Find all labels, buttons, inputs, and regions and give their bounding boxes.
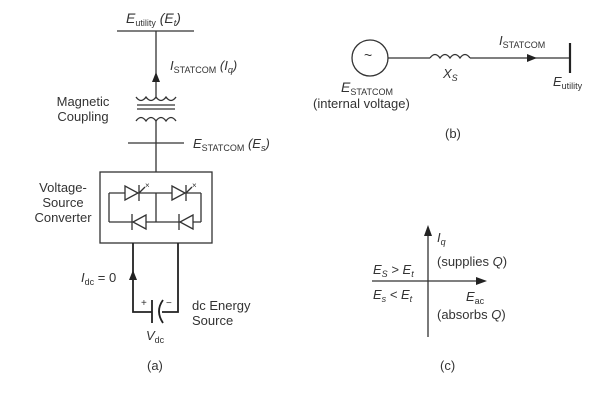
- statcom-voltage-label: ESTATCOM (Es): [193, 136, 270, 153]
- panel-c-axes: [372, 225, 487, 337]
- panel-a-circuit: × ×: [99, 30, 213, 324]
- internal-voltage-label: (internal voltage): [313, 96, 410, 111]
- svg-text:×: ×: [192, 181, 197, 190]
- statcom-current-arrow-icon: [527, 54, 537, 62]
- y-axis-arrow-icon: [424, 225, 432, 236]
- x-axis-arrow-icon: [476, 277, 487, 285]
- statcom-current-label: ISTATCOM (Iq): [170, 58, 238, 75]
- panel-b-circuit: [351, 39, 572, 77]
- caption-b: (b): [445, 126, 461, 141]
- current-arrow-icon: [152, 72, 160, 82]
- caption-c: (c): [440, 358, 456, 373]
- supplies-q-label: (supplies Q): [437, 254, 508, 269]
- dc-current-label: Idc = 0: [81, 270, 117, 287]
- statcom-source-label: ESTATCOM: [341, 79, 394, 98]
- minus-terminal-label: −: [166, 298, 172, 309]
- absorbs-q-label: (absorbs Q): [437, 307, 506, 322]
- ac-source-symbol: ~: [364, 47, 373, 63]
- utility-voltage-label-b: Eutility: [553, 74, 583, 91]
- transformer-icon: [135, 95, 177, 123]
- statcom-current-label-b: ISTATCOM: [499, 33, 546, 50]
- dc-voltage-label: Vdc: [146, 328, 165, 345]
- caption-a: (a): [147, 358, 163, 373]
- inductor-icon: [429, 53, 471, 60]
- upper-condition-label: ES > Et: [373, 262, 414, 279]
- svg-text:×: ×: [145, 181, 150, 190]
- x-axis-label: Eac: [466, 289, 485, 306]
- capacitor-plate-minus: [158, 299, 164, 324]
- y-axis-label: Iq: [437, 230, 446, 247]
- converter-box: [99, 171, 213, 244]
- lower-condition-label: Es < Et: [373, 287, 413, 304]
- dc-current-arrow-icon: [129, 270, 137, 280]
- converter-bridge-icon: × ×: [108, 181, 202, 231]
- plus-terminal-label: +: [141, 298, 147, 309]
- reactance-label: XS: [443, 66, 458, 83]
- utility-voltage-label: Eutility (Et): [126, 10, 181, 29]
- dc-circuit: [129, 243, 179, 324]
